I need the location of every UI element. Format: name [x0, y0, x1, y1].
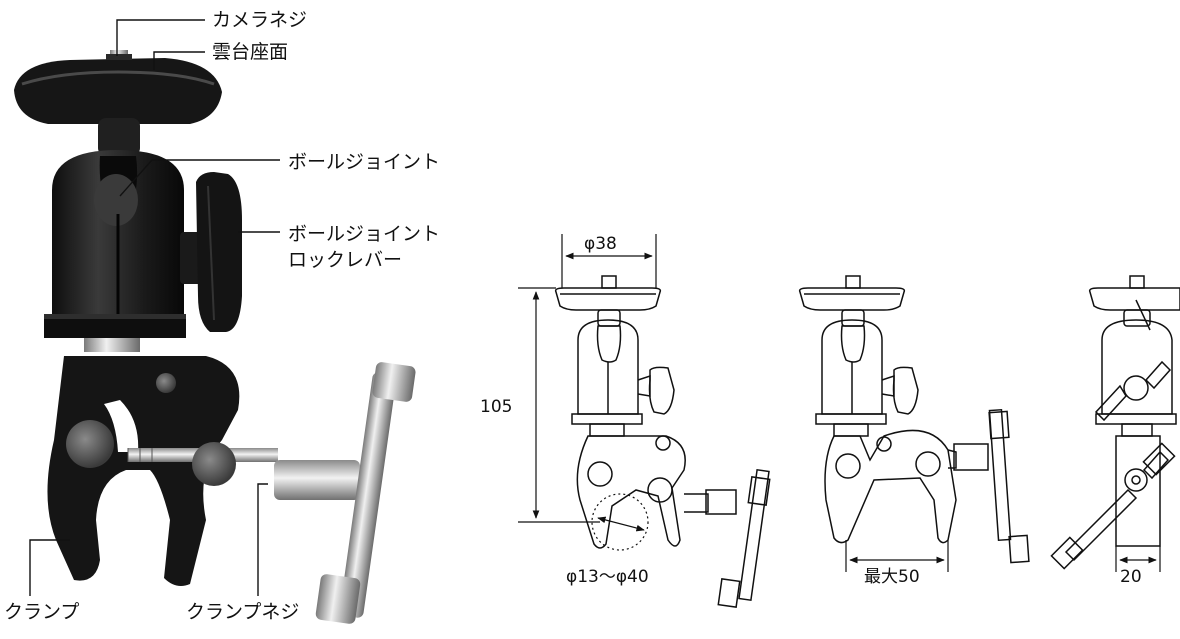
- label-lock-lever-line2: ロックレバー: [288, 249, 402, 271]
- line-drawing-front: [554, 275, 771, 608]
- label-clamp: クランプ: [4, 601, 79, 623]
- dimension-lines-front: [518, 234, 657, 532]
- dim-max-opening: 最大50: [864, 567, 920, 587]
- camera-screw-leader: [116, 19, 205, 56]
- dimension-lines-side: [1115, 546, 1161, 572]
- line-drawing-open: [798, 275, 1030, 564]
- dim-clamp-range: φ13〜φ40: [566, 567, 649, 587]
- clamp-range-circle: [591, 493, 649, 551]
- label-platform-surface: 雲台座面: [212, 41, 288, 63]
- dimension-lines-open: [845, 540, 949, 572]
- product-photo: [14, 50, 416, 624]
- dim-platform-diameter: φ38: [584, 234, 617, 254]
- clamp-leader: [29, 539, 70, 596]
- label-lock-lever-line1: ボールジョイント: [288, 223, 440, 245]
- platform-surface-leader: [153, 51, 205, 70]
- line-drawing-side: [1050, 275, 1180, 570]
- dim-height: 105: [480, 397, 512, 417]
- label-ball-joint: ボールジョイント: [288, 151, 440, 173]
- leader-lines: [29, 19, 280, 596]
- label-camera-screw: カメラネジ: [212, 9, 307, 31]
- ball-joint-leader: [119, 159, 280, 197]
- dim-width: 20: [1120, 567, 1142, 587]
- label-clamp-screw: クランプネジ: [186, 601, 299, 623]
- clamp-screw-leader: [257, 483, 268, 596]
